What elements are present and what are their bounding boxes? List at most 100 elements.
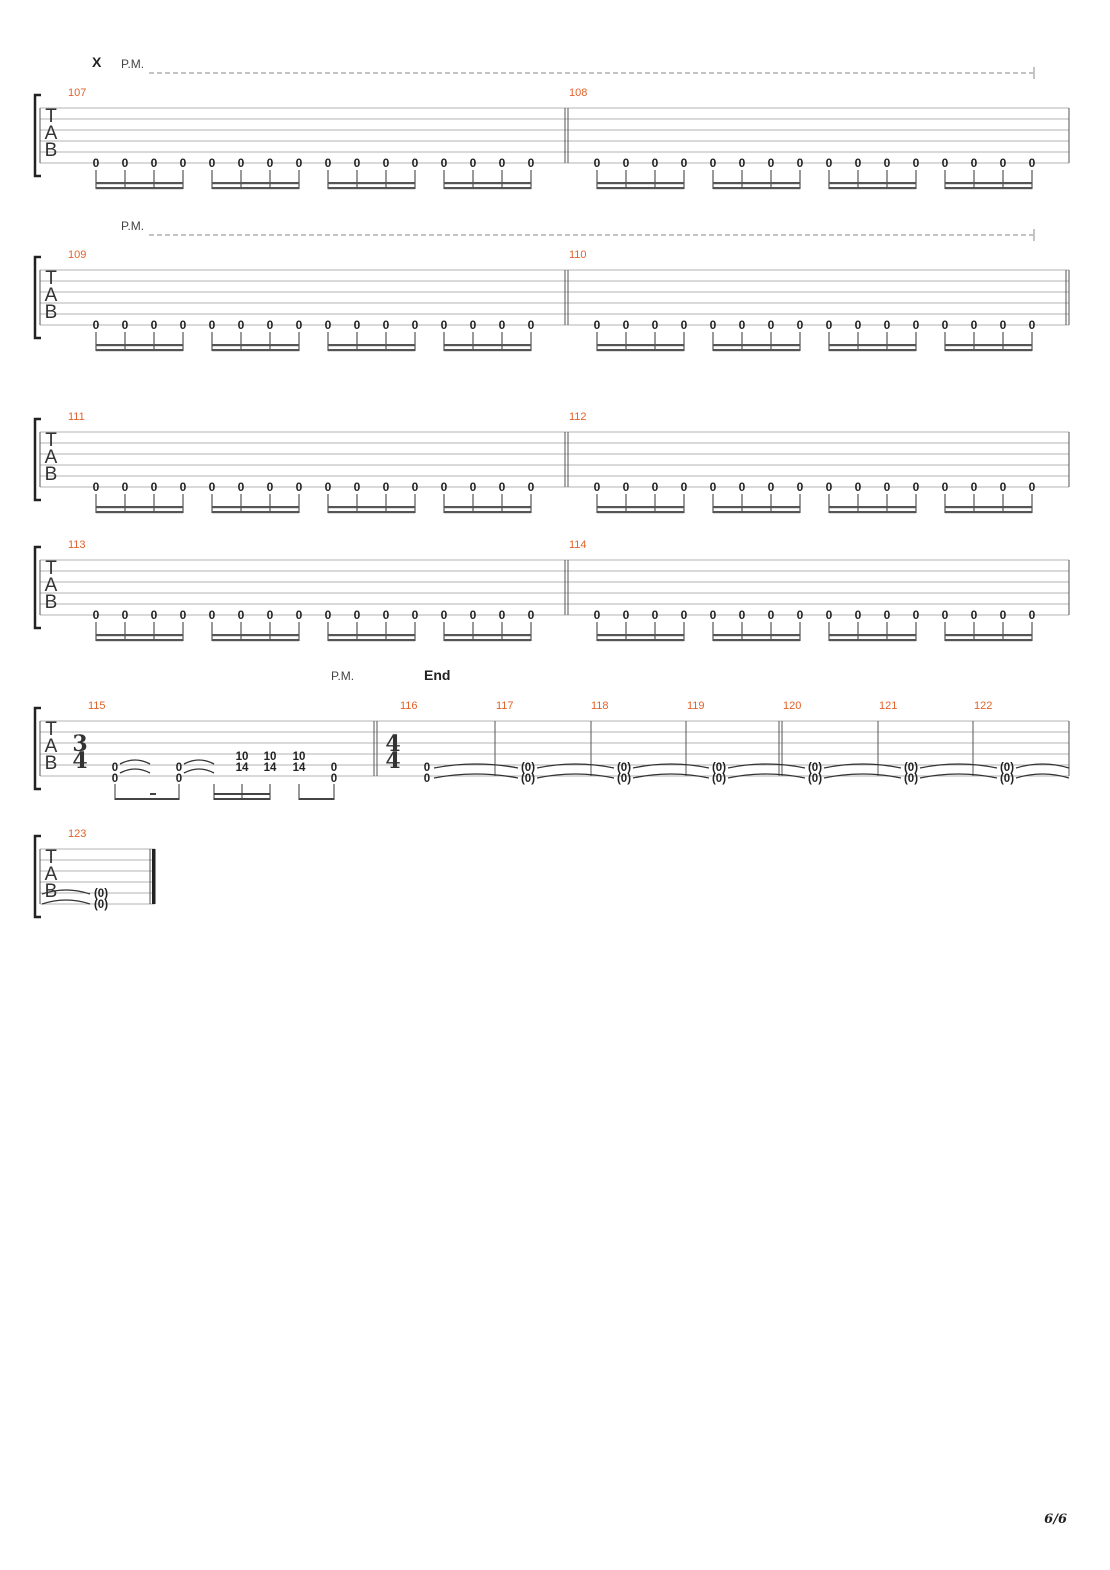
beam-secondary <box>945 511 1032 514</box>
beam-secondary <box>945 187 1032 190</box>
fret-number: 0 <box>424 762 430 774</box>
fret-number: 0 <box>267 608 274 622</box>
beam-primary <box>945 634 1032 637</box>
fret-number-tied: (0) <box>617 773 631 785</box>
fret-number: 0 <box>209 608 216 622</box>
beam-primary <box>214 798 270 800</box>
measure-number: 116 <box>400 700 418 712</box>
fret-number: 0 <box>710 608 717 622</box>
fret-number: 14 <box>293 762 306 774</box>
fret-number: 0 <box>826 608 833 622</box>
fret-number: 0 <box>855 318 862 332</box>
fret-number: 0 <box>267 318 274 332</box>
beam-secondary <box>214 793 270 795</box>
system-bracket <box>33 834 41 919</box>
fret-number: 0 <box>913 318 920 332</box>
fret-number: 0 <box>151 318 158 332</box>
fret-number: 0 <box>267 480 274 494</box>
beam-primary <box>945 344 1032 347</box>
fret-number-tied: (0) <box>94 899 108 911</box>
measure-number: 111 <box>68 411 85 423</box>
fret-number: 0 <box>412 318 419 332</box>
measure-number: 117 <box>496 700 514 712</box>
fret-number: 0 <box>499 480 506 494</box>
fret-number: 0 <box>112 773 118 785</box>
fret-number: 0 <box>441 608 448 622</box>
fret-number: 0 <box>681 156 688 170</box>
fret-number: 0 <box>151 480 158 494</box>
fret-number-tied: (0) <box>521 762 535 774</box>
tab-clef-letter: T <box>45 430 57 451</box>
fret-number: 0 <box>122 480 129 494</box>
measure-number: 114 <box>569 539 587 551</box>
beam-secondary <box>96 349 183 352</box>
fret-number-tied: (0) <box>521 773 535 785</box>
fret-number: 0 <box>594 156 601 170</box>
fret-number: 0 <box>325 156 332 170</box>
tab-clef-letter: A <box>45 447 58 468</box>
fret-number: 0 <box>884 608 891 622</box>
beam-primary <box>96 634 183 637</box>
fret-number: 0 <box>151 156 158 170</box>
beam-primary <box>945 506 1032 509</box>
fret-number: 0 <box>470 318 477 332</box>
fret-number: 0 <box>797 156 804 170</box>
tab-clef-letter: A <box>45 736 58 757</box>
tie-arc <box>183 759 215 765</box>
fret-number: 0 <box>441 480 448 494</box>
fret-number: 0 <box>528 608 535 622</box>
fret-number: 0 <box>238 608 245 622</box>
tab-clef-letter: A <box>45 123 58 144</box>
fret-number: 0 <box>383 318 390 332</box>
beam-secondary <box>829 349 916 352</box>
fret-number: 0 <box>942 156 949 170</box>
fret-number: 0 <box>354 608 361 622</box>
fret-number: 0 <box>1000 480 1007 494</box>
fret-number: 0 <box>884 318 891 332</box>
fret-number: 0 <box>681 608 688 622</box>
fret-number: 0 <box>1029 318 1036 332</box>
system-bracket <box>33 93 41 178</box>
beam-secondary <box>328 639 415 642</box>
beam-primary <box>115 798 179 800</box>
beam-primary <box>299 798 334 800</box>
beam-primary <box>328 506 415 509</box>
fret-number: 0 <box>296 318 303 332</box>
beam-secondary <box>444 349 531 352</box>
fret-number: 0 <box>209 318 216 332</box>
beam-secondary <box>829 511 916 514</box>
palm-mute-label: P.M. <box>331 669 354 683</box>
fret-number: 0 <box>826 156 833 170</box>
fret-number: 0 <box>681 480 688 494</box>
fret-number: 0 <box>424 773 430 785</box>
fret-number: 0 <box>176 773 182 785</box>
beam-primary <box>212 182 299 185</box>
fret-number: 0 <box>594 608 601 622</box>
fret-number: 0 <box>296 480 303 494</box>
fret-number: 0 <box>267 156 274 170</box>
fret-number: 0 <box>180 608 187 622</box>
system-bracket <box>33 706 41 791</box>
fret-number: 0 <box>913 480 920 494</box>
fret-number: 0 <box>710 480 717 494</box>
fret-number: 0 <box>238 156 245 170</box>
system-bracket <box>33 545 41 630</box>
beam-secondary <box>96 187 183 190</box>
fret-number: 0 <box>971 608 978 622</box>
fret-number-tied: (0) <box>904 773 918 785</box>
fret-number: 0 <box>122 318 129 332</box>
fret-number: 0 <box>112 762 118 774</box>
beam-partial <box>150 793 156 795</box>
fret-number: 0 <box>710 318 717 332</box>
measure-number: 115 <box>88 700 106 712</box>
fret-number: 0 <box>499 318 506 332</box>
fret-number: 0 <box>594 318 601 332</box>
tab-clef-letter: A <box>45 864 58 885</box>
beam-primary <box>328 344 415 347</box>
fret-number: 0 <box>383 480 390 494</box>
fret-number: 0 <box>884 156 891 170</box>
tie-arc <box>1015 773 1070 779</box>
tie-arc <box>727 773 806 779</box>
tab-clef-letter: T <box>45 268 57 289</box>
